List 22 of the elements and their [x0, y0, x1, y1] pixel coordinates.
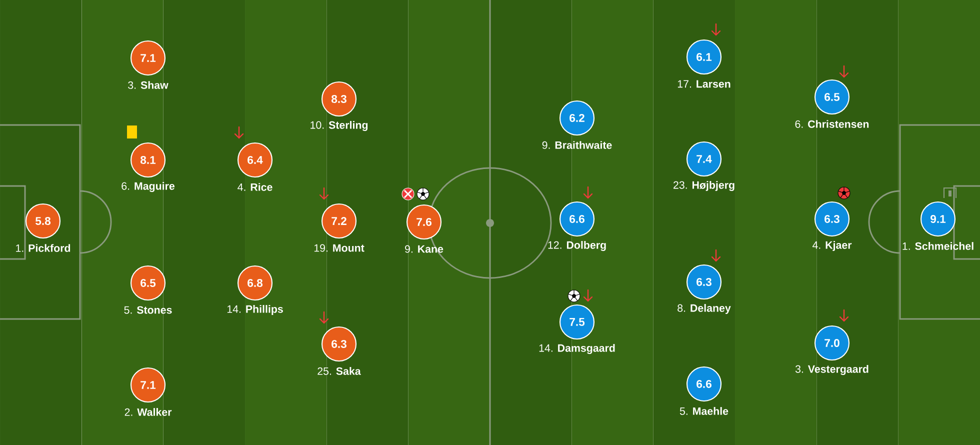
player-name: 4. Rice [238, 183, 272, 191]
player-name: 12. Dolberg [548, 240, 606, 251]
player-name: 5. Maehle [680, 407, 728, 415]
player-name: 14. Damsgaard [539, 344, 615, 354]
player-name: 9. Braithwaite [542, 141, 612, 149]
player-name: 3. Vestergaard [795, 364, 868, 375]
player-name: 25. Saka [318, 367, 361, 375]
player-name: 6. Christensen [795, 120, 869, 128]
player-name: 1. Pickford [16, 244, 70, 252]
player-name: 1. Schmeichel [902, 242, 974, 250]
player-name: 19. Mount [314, 244, 364, 252]
player-name: 8. Delaney [678, 304, 731, 314]
player-name: 17. Larsen [678, 80, 730, 88]
player-name: 14. Phillips [227, 305, 283, 315]
player-name: 23. Højbjerg [674, 180, 734, 191]
player-name: 10. Sterling [310, 120, 368, 131]
player-name: 4. Kjaer [812, 241, 852, 251]
player-name: 2. Walker [124, 408, 172, 416]
player-name: 5. Stones [124, 306, 172, 314]
player-name: 3. Shaw [128, 81, 168, 89]
player-name: 9. Kane [405, 245, 444, 253]
player-name: 6. Maguire [122, 182, 175, 192]
